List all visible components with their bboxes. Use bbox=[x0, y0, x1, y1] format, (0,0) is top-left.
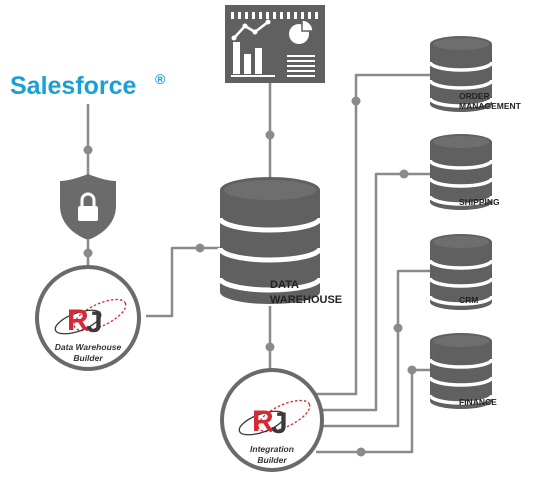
rj-logo-icon: R J bbox=[238, 399, 311, 440]
int-builder-to-order-line bbox=[316, 73, 430, 396]
dw-builder-caption-line2: Builder bbox=[73, 353, 103, 363]
int-builder-caption-line1: Integration bbox=[250, 444, 294, 454]
integration-builder-node: R J Integration Builder bbox=[220, 368, 324, 472]
source-label-order-line2: MANAGEMENT bbox=[459, 101, 522, 111]
warehouse-label-line2: WAREHOUSE bbox=[270, 294, 342, 306]
connector-dot bbox=[195, 243, 205, 253]
rj-logo-icon: R J bbox=[54, 298, 127, 339]
source-label-finance: FINANCE bbox=[459, 397, 497, 407]
order-management-database-icon bbox=[428, 36, 494, 112]
connector-dot bbox=[83, 248, 93, 258]
dashboard-icon bbox=[225, 5, 325, 83]
dw-builder-to-warehouse-line bbox=[146, 246, 224, 318]
source-label-order-line1: ORDER bbox=[459, 91, 490, 101]
connector-dot bbox=[265, 130, 275, 140]
crm-database-icon bbox=[428, 234, 494, 310]
connector-dot bbox=[393, 323, 403, 333]
data-warehouse-database-icon bbox=[217, 177, 323, 304]
int-builder-caption-line2: Builder bbox=[257, 455, 287, 465]
lock-shield-icon bbox=[60, 174, 116, 240]
finance-database-icon bbox=[428, 333, 494, 409]
connectors bbox=[86, 73, 430, 454]
connector-dot bbox=[351, 96, 361, 106]
connector-dot bbox=[83, 145, 93, 155]
shipping-database-icon bbox=[428, 134, 494, 210]
dw-builder-caption-line1: Data Warehouse bbox=[55, 342, 122, 352]
connector-dots bbox=[83, 96, 417, 457]
dw-builder-node: R J Data Warehouse Builder bbox=[35, 265, 141, 371]
svg-text:J: J bbox=[271, 407, 288, 440]
int-builder-to-shipping-line bbox=[320, 172, 430, 412]
salesforce-logo: Salesforce bbox=[10, 72, 137, 100]
source-label-crm: CRM bbox=[459, 295, 478, 305]
svg-text:R: R bbox=[252, 405, 274, 438]
source-label-shipping: SHIPPING bbox=[459, 197, 500, 207]
connector-dot bbox=[399, 169, 409, 179]
svg-text:J: J bbox=[86, 306, 103, 339]
warehouse-label-line1: DATA bbox=[270, 279, 299, 291]
connector-dot bbox=[407, 365, 417, 375]
registered-mark: ® bbox=[155, 71, 166, 87]
svg-text:R: R bbox=[67, 304, 89, 337]
connector-dot bbox=[356, 447, 366, 457]
connector-dot bbox=[265, 342, 275, 352]
int-builder-to-crm-line bbox=[320, 269, 430, 428]
